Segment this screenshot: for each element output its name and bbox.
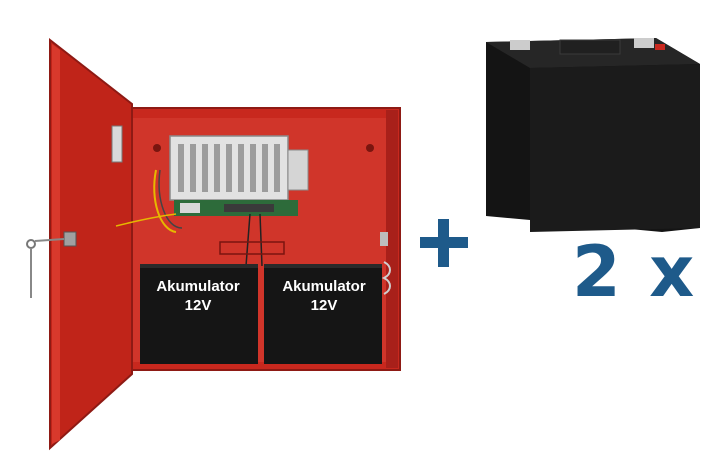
battery-label-left-line2: 12V xyxy=(184,297,212,314)
plus-icon xyxy=(416,214,472,270)
battery-right xyxy=(264,264,382,364)
battery-label-right-line1: Akumulator xyxy=(282,278,366,295)
battery-label-right: Akumulator 12V xyxy=(274,277,374,315)
vent-grille xyxy=(178,144,280,192)
terminal-negative xyxy=(510,40,530,50)
battery-label-left: Akumulator 12V xyxy=(148,277,248,315)
quantity-label: 2 x xyxy=(572,231,697,313)
lock xyxy=(63,231,77,247)
battery-label-left-line1: Akumulator xyxy=(156,278,240,295)
terminal-positive xyxy=(634,38,654,48)
battery-label-right-line2: 12V xyxy=(310,297,338,314)
battery-left xyxy=(140,264,258,364)
cabinet-door xyxy=(49,37,133,451)
